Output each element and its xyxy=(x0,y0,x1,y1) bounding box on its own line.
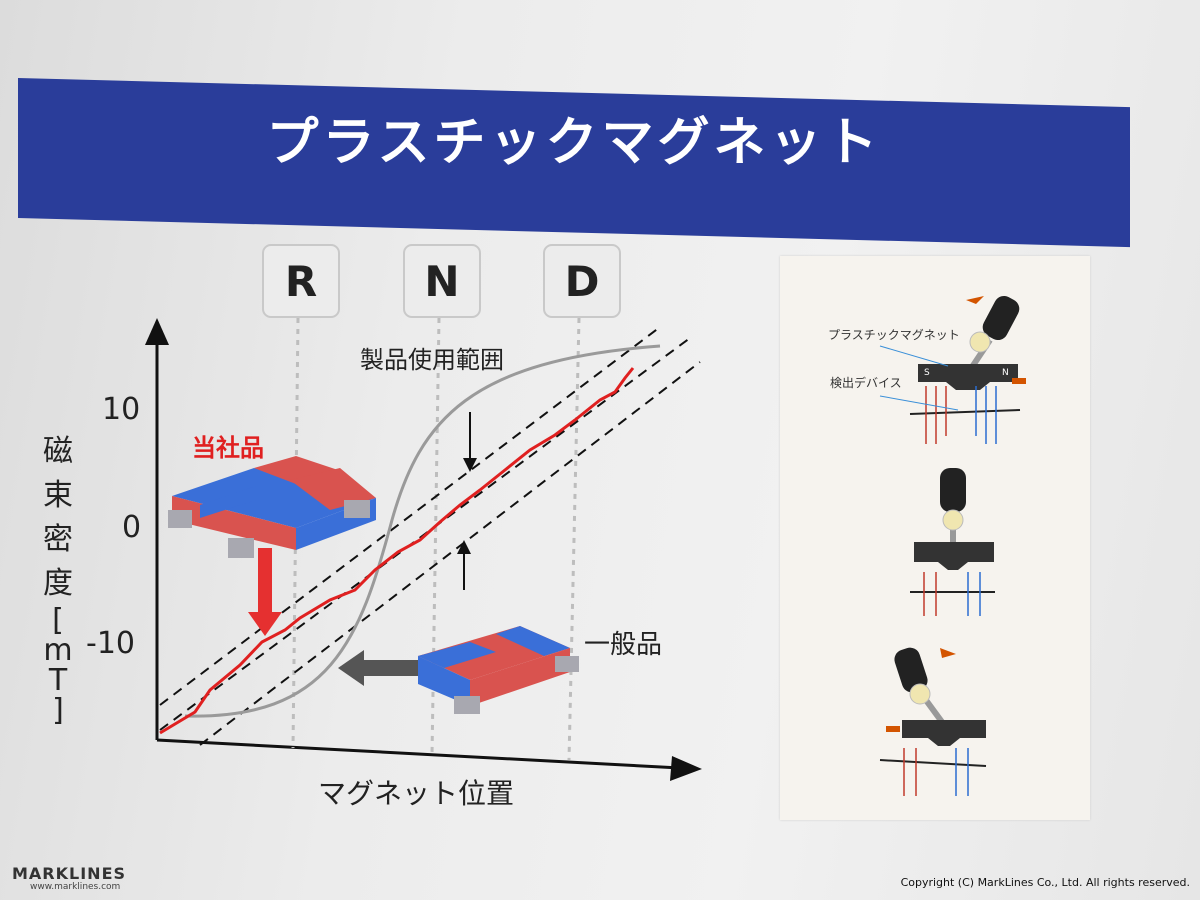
y-axis-arrow xyxy=(145,318,169,345)
y-axis-label-char: 密 xyxy=(43,522,73,557)
y-axis-label-char: m xyxy=(43,633,73,668)
range-arrow-up-head xyxy=(457,540,471,554)
own-product-label: 当社品 xyxy=(192,434,264,462)
y-tick-10: 10 xyxy=(102,392,141,427)
shifter-diagram xyxy=(879,295,1026,796)
x-axis xyxy=(156,738,681,770)
marklines-logo: MARKLINES xyxy=(12,864,127,883)
own-product-magnet xyxy=(168,456,376,558)
general-product-curve xyxy=(184,344,661,718)
gear-r-box: R xyxy=(262,244,340,318)
shifter-state-2 xyxy=(910,468,995,616)
range-arrow-down-head xyxy=(463,458,477,472)
gear-n-box: N xyxy=(403,244,481,318)
general-product-label: 一般品 xyxy=(584,630,663,660)
general-product-arrow-shaft xyxy=(360,660,420,676)
y-axis-label: 磁 束 密 度 [ m T ] xyxy=(38,430,78,726)
plastic-magnet-label: プラスチックマグネット xyxy=(828,328,960,342)
shifter-state-1 xyxy=(879,295,1026,444)
range-line-lower xyxy=(199,361,701,746)
general-product-magnet xyxy=(418,626,579,714)
pole-n-label: N xyxy=(1002,368,1009,378)
x-axis-arrow xyxy=(670,756,702,781)
y-axis-label-char: 度 xyxy=(43,566,73,601)
own-product-curve xyxy=(159,367,635,735)
y-axis-label-char: [ xyxy=(52,603,64,638)
y-axis-label-char: 磁 xyxy=(43,434,73,469)
range-line-upper xyxy=(159,326,661,706)
marklines-url: www.marklines.com xyxy=(30,882,121,892)
range-label: 製品使用範囲 xyxy=(360,346,504,374)
copyright-text: Copyright (C) MarkLines Co., Ltd. All ri… xyxy=(900,876,1190,889)
page-title: プラスチックマグネット xyxy=(266,113,882,173)
own-product-arrow-shaft xyxy=(258,548,272,616)
y-axis-label-char: 束 xyxy=(43,478,73,513)
general-product-arrow-head xyxy=(338,650,364,686)
y-axis-label-char: T xyxy=(48,663,68,698)
detect-device-label: 検出デバイス xyxy=(830,376,902,390)
gear-d-guide xyxy=(567,317,581,761)
pole-s-label: S xyxy=(924,368,930,378)
y-axis-label-char: ] xyxy=(52,693,64,728)
shifter-state-3 xyxy=(879,647,987,796)
y-tick-0: 0 xyxy=(122,510,142,545)
shifter-inset-panel: プラスチックマグネット 検出デバイス S N xyxy=(780,256,1090,820)
gear-d-box: D xyxy=(543,244,621,318)
y-tick-minus-10: -10 xyxy=(86,626,135,661)
x-axis-label: マグネット位置 xyxy=(318,777,515,810)
own-product-arrow-head xyxy=(248,612,282,636)
